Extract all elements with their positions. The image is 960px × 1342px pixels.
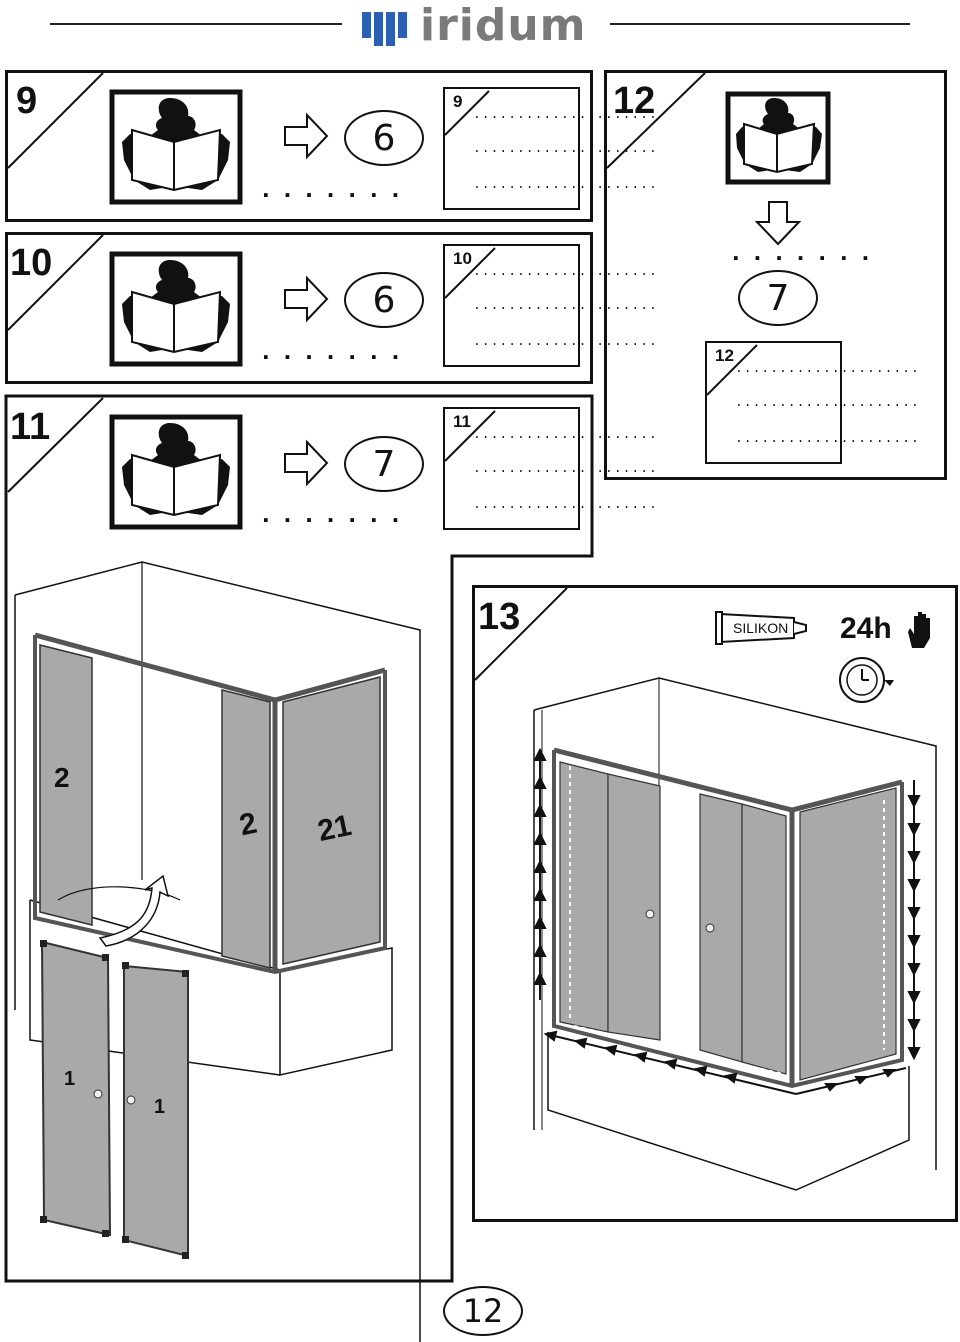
step-ref-oval: 7 [344,436,424,492]
arrow-right-icon [284,275,329,323]
note-line: ..................... [735,361,920,376]
brand-name: iridum [420,0,587,51]
logo-mark-icon [362,12,407,46]
note-number: 9 [453,92,463,111]
note-line: ..................... [473,427,658,442]
silicone-seal-drawing [533,677,937,1191]
step-9-number: 9 [16,80,38,122]
arrow-right-icon [284,112,329,160]
step-ref-oval: 6 [344,110,424,166]
reader-illustration-icon [109,414,243,530]
note-line: ..................... [473,264,658,279]
note-line: ..................... [473,497,658,512]
clock-icon [839,657,894,703]
note-line: ..................... [473,141,658,156]
dot-row: ....... [258,500,410,530]
note-line: ..................... [473,461,658,476]
label-door-left: 1 [64,1068,76,1090]
step-10-number: 10 [10,242,53,284]
step-ref-oval: 6 [344,272,424,328]
page-number: 12 [443,1286,523,1336]
header-rule-right [610,23,910,25]
note-line: ..................... [473,177,658,192]
brand-logo: iridum [362,4,594,48]
step-ref-oval: 7 [738,270,818,326]
note-box-step-11: 11 ..................... ...............… [443,407,657,530]
reader-illustration-icon [725,91,831,185]
silicone-label: SILIKON [733,620,789,636]
arrow-down-icon [754,201,802,246]
note-line: ..................... [735,431,920,446]
dot-row: ....... [728,238,880,268]
label-fixed-panel-left: 2 [54,762,70,793]
note-number: 10 [453,249,472,268]
silicone-tube-icon [715,611,807,645]
note-line: ..................... [473,298,658,313]
cure-time-label: 24h [840,612,892,645]
note-line: ..................... [473,107,658,122]
note-box-step-12: 12 ..................... ...............… [705,341,919,464]
dot-row: ....... [258,175,410,205]
reader-illustration-icon [109,89,243,205]
note-box-step-9: 9 ..................... ................… [443,87,657,210]
step-12-number: 12 [613,80,656,122]
arrow-right-icon [284,439,329,487]
note-line: ..................... [735,395,920,410]
bath-screen-assembly-drawing [14,561,421,1342]
no-touch-hand-icon [908,612,930,648]
note-line: ..................... [473,334,658,349]
label-door-right: 1 [154,1096,166,1118]
reader-illustration-icon [109,251,243,367]
step-13-number: 13 [478,596,521,638]
step-11-number: 11 [10,406,51,448]
header-rule-left [50,23,342,25]
note-box-step-10: 10 ..................... ...............… [443,244,657,367]
note-number: 11 [453,412,471,431]
note-number: 12 [715,346,734,365]
dot-row: ....... [258,337,410,367]
